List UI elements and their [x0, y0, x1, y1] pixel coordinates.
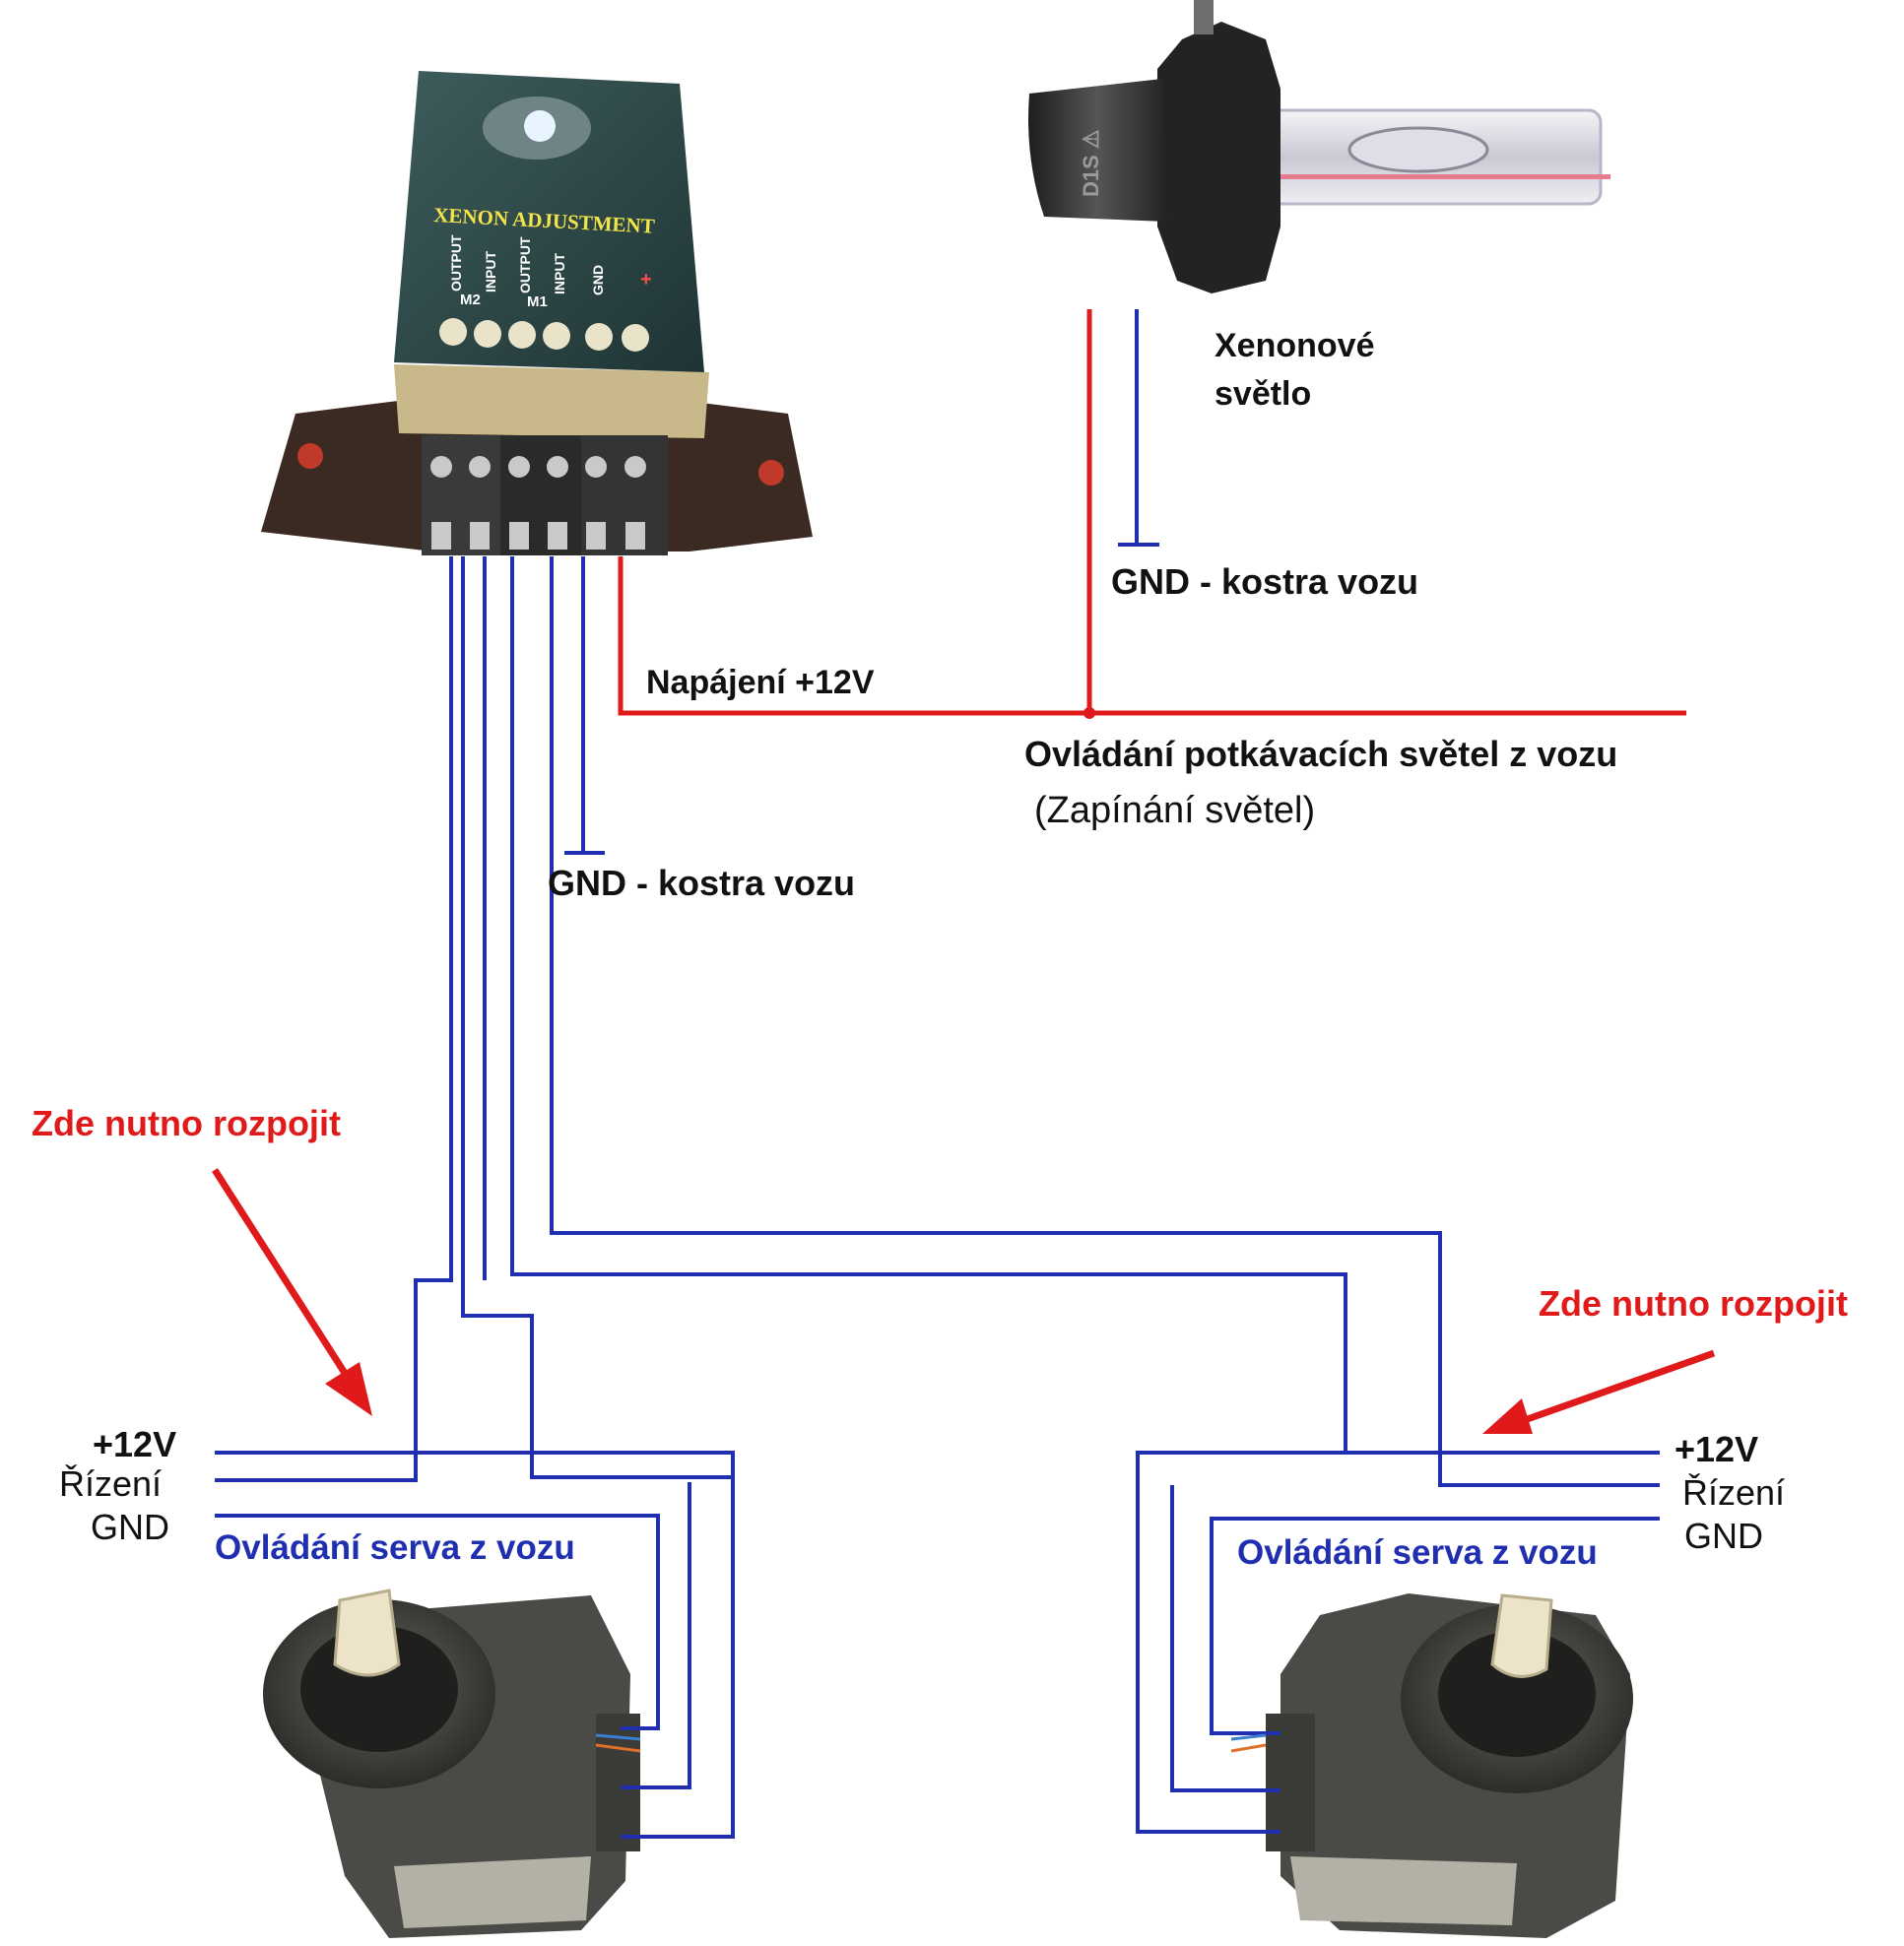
pin-label-1: OUTPUT — [448, 234, 464, 292]
servo-left-clip — [394, 1856, 591, 1928]
right-gnd-label: GND — [1684, 1516, 1763, 1556]
mount-hole-right — [758, 460, 784, 486]
wire-napajeni — [618, 556, 1686, 716]
left-rizeni-label: Řízení — [59, 1463, 163, 1504]
servo-left-label: Ovládání serva z vozu — [215, 1528, 575, 1567]
zapinani-label: (Zapínání světel) — [1034, 790, 1316, 831]
wire-right-rizeni-in — [1170, 1485, 1280, 1792]
gnd-mid-label: GND - kostra vozu — [548, 863, 856, 903]
signal-wires — [215, 309, 1660, 1839]
right-rizeni-label: Řízení — [1682, 1472, 1786, 1513]
wire-left-b — [461, 556, 735, 1839]
napajeni-label: Napájení +12V — [646, 664, 875, 701]
right-plus12-label: +12V — [1674, 1429, 1759, 1469]
left-plus12-label: +12V — [93, 1424, 177, 1464]
pin-label-6: + — [640, 269, 652, 291]
wire-right-ctrl — [550, 556, 1660, 1487]
bulb-marking: D1S ⚠ — [1079, 129, 1103, 197]
bulb-arc-capsule — [1347, 126, 1489, 173]
arrow-right — [1482, 1349, 1716, 1434]
zde-rozpojit-left: Zde nutno rozpojit — [32, 1103, 341, 1143]
power-wires — [618, 309, 1686, 716]
servo-right — [1266, 1593, 1633, 1938]
pin-label-2: INPUT — [483, 251, 498, 292]
bulb-pin — [1194, 0, 1214, 34]
module-potting — [394, 364, 709, 438]
mount-hole-left — [297, 443, 323, 469]
servo-right-connector — [1266, 1714, 1315, 1851]
bulb-cap — [1028, 79, 1167, 222]
wire-left-plus12 — [215, 1451, 735, 1822]
wire-right-gnd — [1210, 1517, 1660, 1735]
wire-left-rizeni-in — [621, 1482, 691, 1789]
xenon-light-label-1: Xenonové — [1215, 327, 1375, 364]
bulb-base — [1157, 22, 1280, 293]
servo-left — [263, 1589, 640, 1938]
pin-circles — [439, 318, 649, 352]
pin-label-3: OUTPUT — [517, 236, 533, 293]
headlight-glow — [524, 110, 556, 142]
wire-left-a — [215, 556, 453, 1482]
arrow-left — [212, 1168, 372, 1416]
servo-right-shaft — [1490, 1593, 1553, 1678]
gnd-top-label: GND - kostra vozu — [1111, 561, 1419, 602]
terminal-screws — [430, 456, 646, 550]
pin-label-4: INPUT — [552, 253, 567, 294]
servo-right-clip — [1290, 1856, 1517, 1925]
group-m2: M2 — [460, 292, 481, 308]
junction-dot — [1083, 707, 1095, 719]
servo-right-label: Ovládání serva z vozu — [1237, 1533, 1598, 1572]
module-label-body — [394, 71, 704, 372]
group-m1: M1 — [527, 293, 548, 310]
ovladani-light-label: Ovládání potkávacích světel z vozu — [1024, 734, 1618, 774]
left-gnd-label: GND — [91, 1507, 169, 1547]
xenon-light-label-2: světlo — [1215, 375, 1312, 413]
wire-left-gnd — [215, 1514, 660, 1730]
zde-rozpojit-right: Zde nutno rozpojit — [1539, 1283, 1848, 1324]
xenon-bulb: D1S ⚠ — [1028, 0, 1610, 293]
servo-left-shaft — [333, 1589, 401, 1677]
bulb-inner-line — [1246, 174, 1610, 179]
servo-left-connector — [596, 1714, 640, 1851]
connector-stubs — [595, 1733, 1267, 1753]
pin-label-5: GND — [590, 265, 606, 295]
